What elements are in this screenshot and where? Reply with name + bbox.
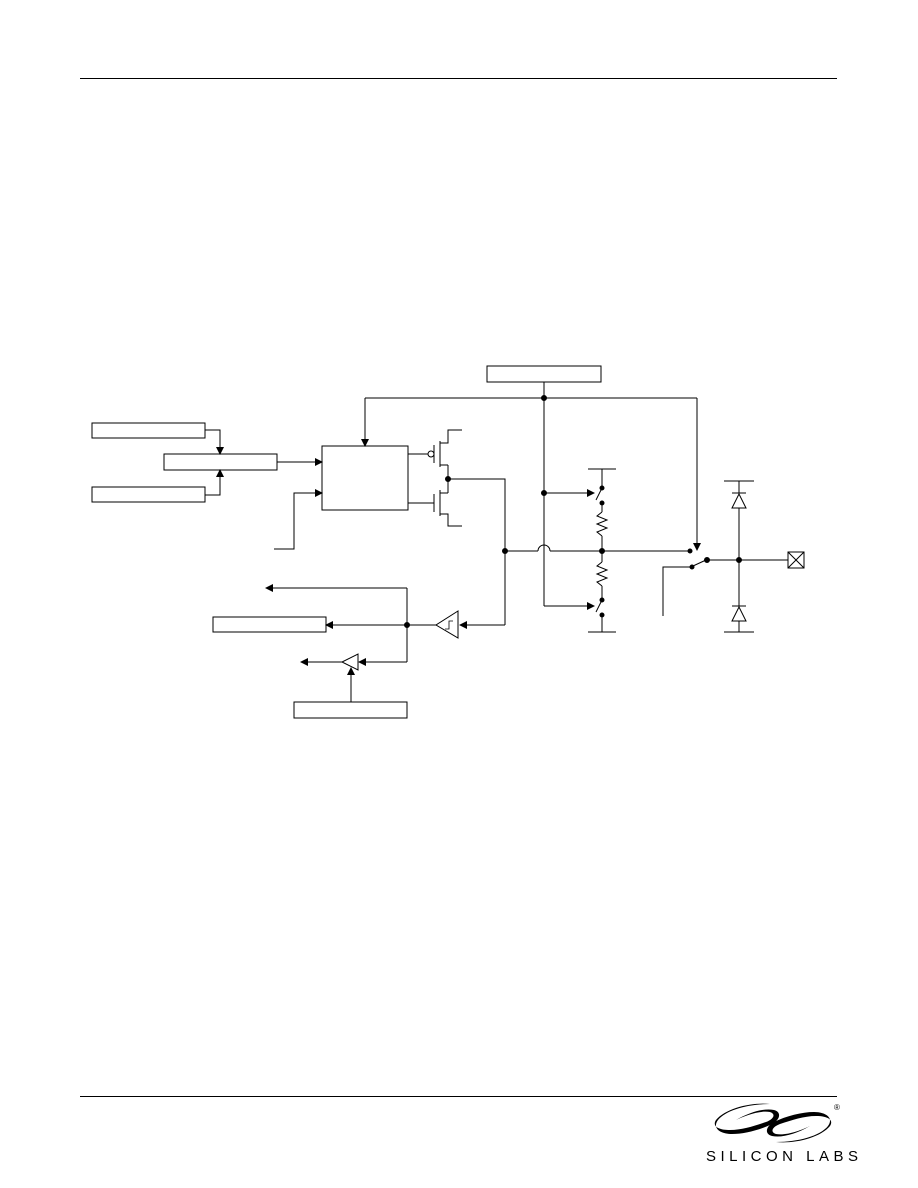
header-rule [80,78,837,79]
silicon-labs-logo: ® [714,1103,840,1143]
pin-pad [787,551,805,569]
analog-buffer [300,653,407,702]
logo-wordmark: SILICON LABS [706,1148,863,1165]
left-input-box-2 [91,486,206,503]
pin-net [459,544,690,629]
esd-diodes [724,480,754,633]
pull-resistor-network [541,398,616,633]
control-logic-box [321,445,409,511]
top-bus [361,382,701,551]
input-mux-wiring [205,429,323,550]
top-config-box [486,365,602,383]
analog-select-box [293,701,408,719]
left-mux-box [163,453,278,471]
footer-rule [80,1096,837,1097]
digital-input-box [212,616,327,633]
pin-switch [662,548,788,616]
output-driver [408,429,506,551]
input-buffer [265,584,459,662]
registered-mark: ® [834,1103,840,1112]
left-input-box-1 [91,422,206,439]
